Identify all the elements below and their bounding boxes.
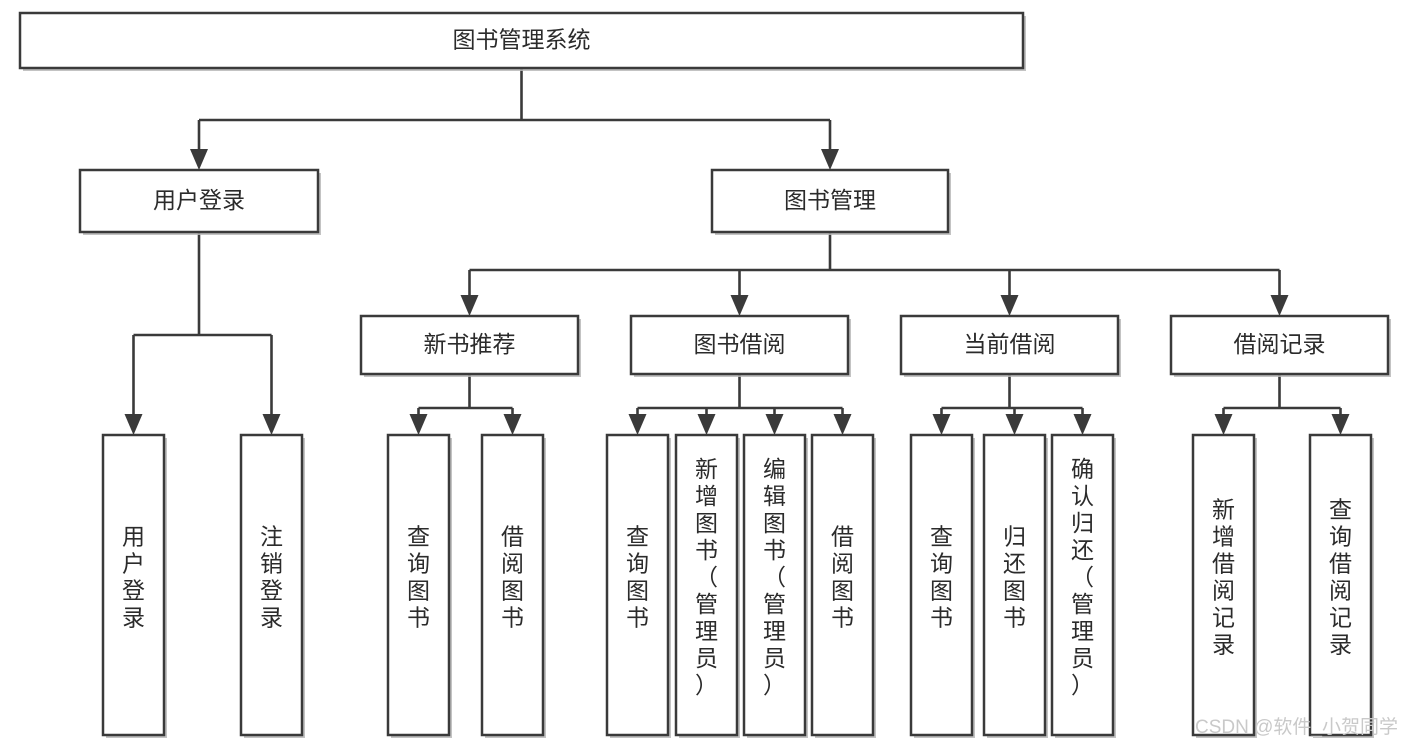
arrow-leaf-confirm-return-head	[1073, 414, 1092, 435]
arrow-leaf-user-login-head	[124, 414, 143, 435]
node-leaf-edit-book[interactable]: 编辑图书（管理员）	[742, 433, 808, 738]
arrow-bm-book-borrow-head	[730, 295, 749, 316]
node-label-leaf-edit-book: 编辑图书（管理员）	[763, 456, 786, 698]
node-leaf-logout[interactable]: 注销登录	[239, 433, 305, 738]
arrow-leaf-return-book-head	[1005, 414, 1024, 435]
arrow-bm-borrow-record-head	[1270, 295, 1289, 316]
arrow-root-book-manage-head	[821, 149, 839, 170]
node-book-borrow[interactable]: 图书借阅	[629, 314, 851, 377]
arrow-leaf-logout-head	[262, 414, 281, 435]
node-label-leaf-borrow-book-1: 借阅图书	[501, 524, 524, 631]
node-label-leaf-query-book-2: 查询图书	[626, 524, 649, 631]
node-leaf-query-record[interactable]: 查询借阅记录	[1308, 433, 1374, 738]
node-label-book-manage: 图书管理	[784, 187, 876, 213]
node-label-leaf-query-record: 查询借阅记录	[1329, 497, 1352, 658]
arrow-bm-new-book-rec-head	[460, 295, 479, 316]
node-label-leaf-add-record: 新增借阅记录	[1212, 497, 1235, 658]
arrow-leaf-add-record-head	[1214, 414, 1233, 435]
node-leaf-return-book[interactable]: 归还图书	[982, 433, 1048, 738]
node-label-leaf-confirm-return: 确认归还（管理员）	[1071, 456, 1094, 698]
node-book-manage[interactable]: 图书管理	[710, 168, 951, 235]
node-label-leaf-logout: 注销登录	[260, 524, 283, 631]
node-label-leaf-query-book-1: 查询图书	[407, 524, 430, 631]
arrow-leaf-borrow-book-1-head	[503, 414, 522, 435]
node-label-leaf-user-login: 用户登录	[122, 524, 145, 631]
node-label-new-book-rec: 新书推荐	[424, 331, 516, 357]
node-label-root: 图书管理系统	[453, 27, 591, 53]
node-leaf-query-book-2[interactable]: 查询图书	[605, 433, 671, 738]
node-label-leaf-borrow-book-2: 借阅图书	[831, 524, 854, 631]
node-label-user-login: 用户登录	[153, 187, 245, 213]
node-leaf-confirm-return[interactable]: 确认归还（管理员）	[1050, 433, 1116, 738]
arrow-leaf-query-book-2-head	[628, 414, 647, 435]
arrow-leaf-borrow-book-2-head	[833, 414, 852, 435]
arrow-leaf-query-record-head	[1331, 414, 1350, 435]
arrow-leaf-query-book-3-head	[932, 414, 951, 435]
node-leaf-user-login[interactable]: 用户登录	[101, 433, 167, 738]
connector-layer	[124, 68, 1350, 435]
node-layer: 图书管理系统用户登录图书管理新书推荐图书借阅当前借阅借阅记录用户登录注销登录查询…	[18, 11, 1391, 738]
node-current-borrow[interactable]: 当前借阅	[899, 314, 1121, 377]
node-leaf-add-record[interactable]: 新增借阅记录	[1191, 433, 1257, 738]
node-label-book-borrow: 图书借阅	[694, 331, 786, 357]
arrow-leaf-add-book-head	[697, 414, 716, 435]
node-new-book-rec[interactable]: 新书推荐	[359, 314, 581, 377]
arrow-bm-current-borrow-head	[1000, 295, 1019, 316]
node-leaf-query-book-3[interactable]: 查询图书	[909, 433, 975, 738]
arrow-root-user-login-head	[190, 149, 208, 170]
node-leaf-add-book[interactable]: 新增图书（管理员）	[674, 433, 740, 738]
node-user-login[interactable]: 用户登录	[78, 168, 321, 235]
csdn-watermark: CSDN @软件_小贺同学	[1195, 716, 1398, 738]
node-label-borrow-record: 借阅记录	[1234, 331, 1326, 357]
node-leaf-borrow-book-1[interactable]: 借阅图书	[480, 433, 546, 738]
arrow-leaf-edit-book-head	[765, 414, 784, 435]
node-borrow-record[interactable]: 借阅记录	[1169, 314, 1391, 377]
node-leaf-borrow-book-2[interactable]: 借阅图书	[810, 433, 876, 738]
node-label-current-borrow: 当前借阅	[964, 331, 1056, 357]
node-label-leaf-add-book: 新增图书（管理员）	[695, 456, 718, 698]
node-label-leaf-return-book: 归还图书	[1003, 524, 1026, 631]
arrow-leaf-query-book-1-head	[409, 414, 428, 435]
node-root[interactable]: 图书管理系统	[18, 11, 1026, 71]
node-leaf-query-book-1[interactable]: 查询图书	[386, 433, 452, 738]
node-label-leaf-query-book-3: 查询图书	[930, 524, 953, 631]
